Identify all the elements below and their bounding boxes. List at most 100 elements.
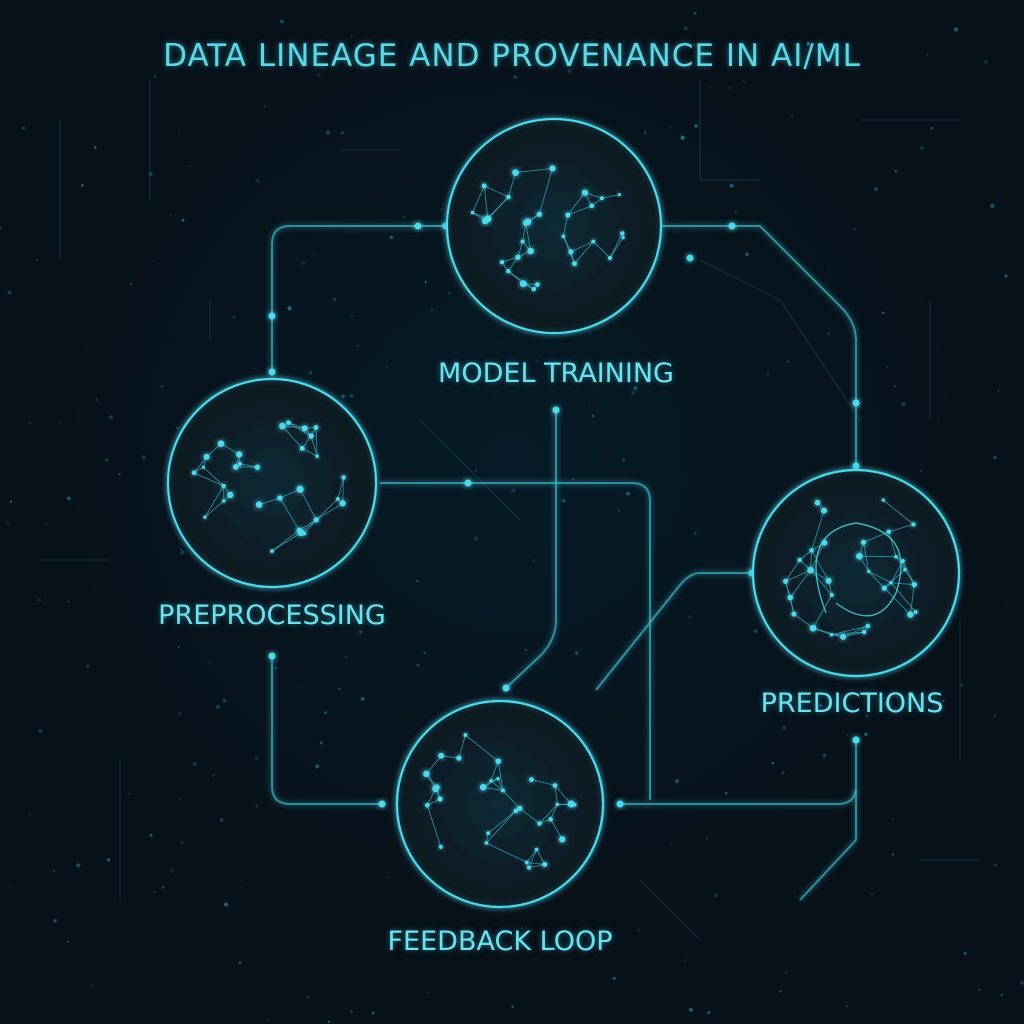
background-particle [713, 893, 718, 898]
network-node [903, 567, 907, 572]
network-node [296, 485, 304, 493]
background-particle [178, 798, 181, 801]
connector-endpoint [552, 406, 560, 414]
network-node [787, 594, 794, 601]
background-particle [9, 500, 13, 503]
background-particle [920, 470, 923, 472]
background-particle [622, 457, 626, 462]
background-particle [745, 252, 749, 257]
background-particle [371, 1011, 375, 1015]
connector-endpoint [268, 312, 276, 320]
background-particle [333, 297, 337, 302]
background-particle [279, 19, 284, 24]
network-edge [519, 807, 540, 824]
background-particle [350, 35, 353, 38]
background-particle [153, 75, 157, 78]
network-node [484, 841, 489, 845]
connector-endpoint [686, 254, 694, 262]
background-particle [562, 499, 566, 503]
network-node [829, 633, 834, 637]
background-particle [109, 415, 113, 419]
background-particle [215, 704, 220, 709]
network-edge [497, 778, 504, 791]
network-edge [193, 472, 224, 487]
background-particle [241, 879, 243, 881]
background-particle [96, 398, 98, 401]
background-particle [301, 260, 306, 265]
network-node [313, 517, 319, 523]
background-particle [846, 734, 848, 737]
swirl-curve [815, 522, 902, 617]
background-particle [38, 728, 43, 733]
background-particle [154, 890, 156, 893]
network-node [254, 464, 261, 470]
background-particle [574, 651, 579, 655]
background-particle [45, 522, 47, 525]
background-particle [345, 655, 347, 658]
background-particle [402, 215, 406, 218]
network-node [519, 280, 527, 288]
network-edge [279, 497, 300, 531]
node-preprocessing [166, 377, 378, 589]
network-node [432, 785, 439, 793]
background-particle [338, 687, 341, 690]
background-particle [37, 598, 41, 602]
network-node [438, 752, 445, 759]
background-particle [423, 652, 426, 655]
network-edge [785, 569, 811, 582]
node-label-model-training: MODEL TRAINING [438, 358, 674, 389]
network-node [861, 629, 867, 635]
network-node [489, 778, 493, 783]
background-particle [67, 600, 70, 603]
network-node [500, 788, 506, 793]
network-node [791, 611, 797, 617]
background-particle [865, 715, 868, 718]
network-node [423, 770, 430, 778]
background-line [699, 259, 861, 421]
network-node [203, 453, 210, 460]
network-node [236, 451, 243, 458]
background-particle [316, 73, 321, 77]
background-particle [758, 514, 761, 516]
background-particle [852, 331, 855, 334]
background-particle [791, 115, 794, 118]
network-node [814, 499, 821, 506]
network-node [860, 539, 867, 546]
network-node [797, 557, 802, 563]
network-node [907, 611, 914, 618]
network-edge [316, 502, 343, 521]
connector-line [618, 740, 857, 805]
background-particle [753, 629, 758, 633]
network-edge [271, 532, 302, 552]
network-edge [868, 571, 885, 589]
connector-lines [268, 222, 860, 901]
network-edge [526, 849, 537, 863]
network-node [463, 733, 468, 737]
background-particle [488, 936, 492, 940]
network-edge [811, 510, 825, 551]
network-edge [426, 805, 442, 848]
network-edge [785, 559, 800, 582]
background-particle [105, 458, 108, 462]
background-particle [670, 843, 673, 846]
background-particle [156, 256, 159, 259]
network-edge [490, 780, 504, 791]
background-particle [148, 172, 153, 177]
network-edge [888, 523, 914, 533]
network-node [561, 234, 566, 239]
background-particle [886, 365, 889, 368]
network-edge [315, 427, 318, 457]
background-particle [254, 755, 259, 761]
background-particle [894, 170, 897, 173]
network-edge [497, 761, 504, 791]
background-particle [181, 218, 185, 222]
network-node [495, 758, 502, 765]
background-particle [416, 580, 419, 583]
network-edge [810, 569, 833, 596]
network-node [829, 592, 834, 598]
background-particle [264, 105, 266, 107]
background-particle [583, 934, 586, 936]
network-node [807, 566, 814, 574]
background-particle [192, 762, 197, 767]
network-edge [554, 785, 572, 805]
